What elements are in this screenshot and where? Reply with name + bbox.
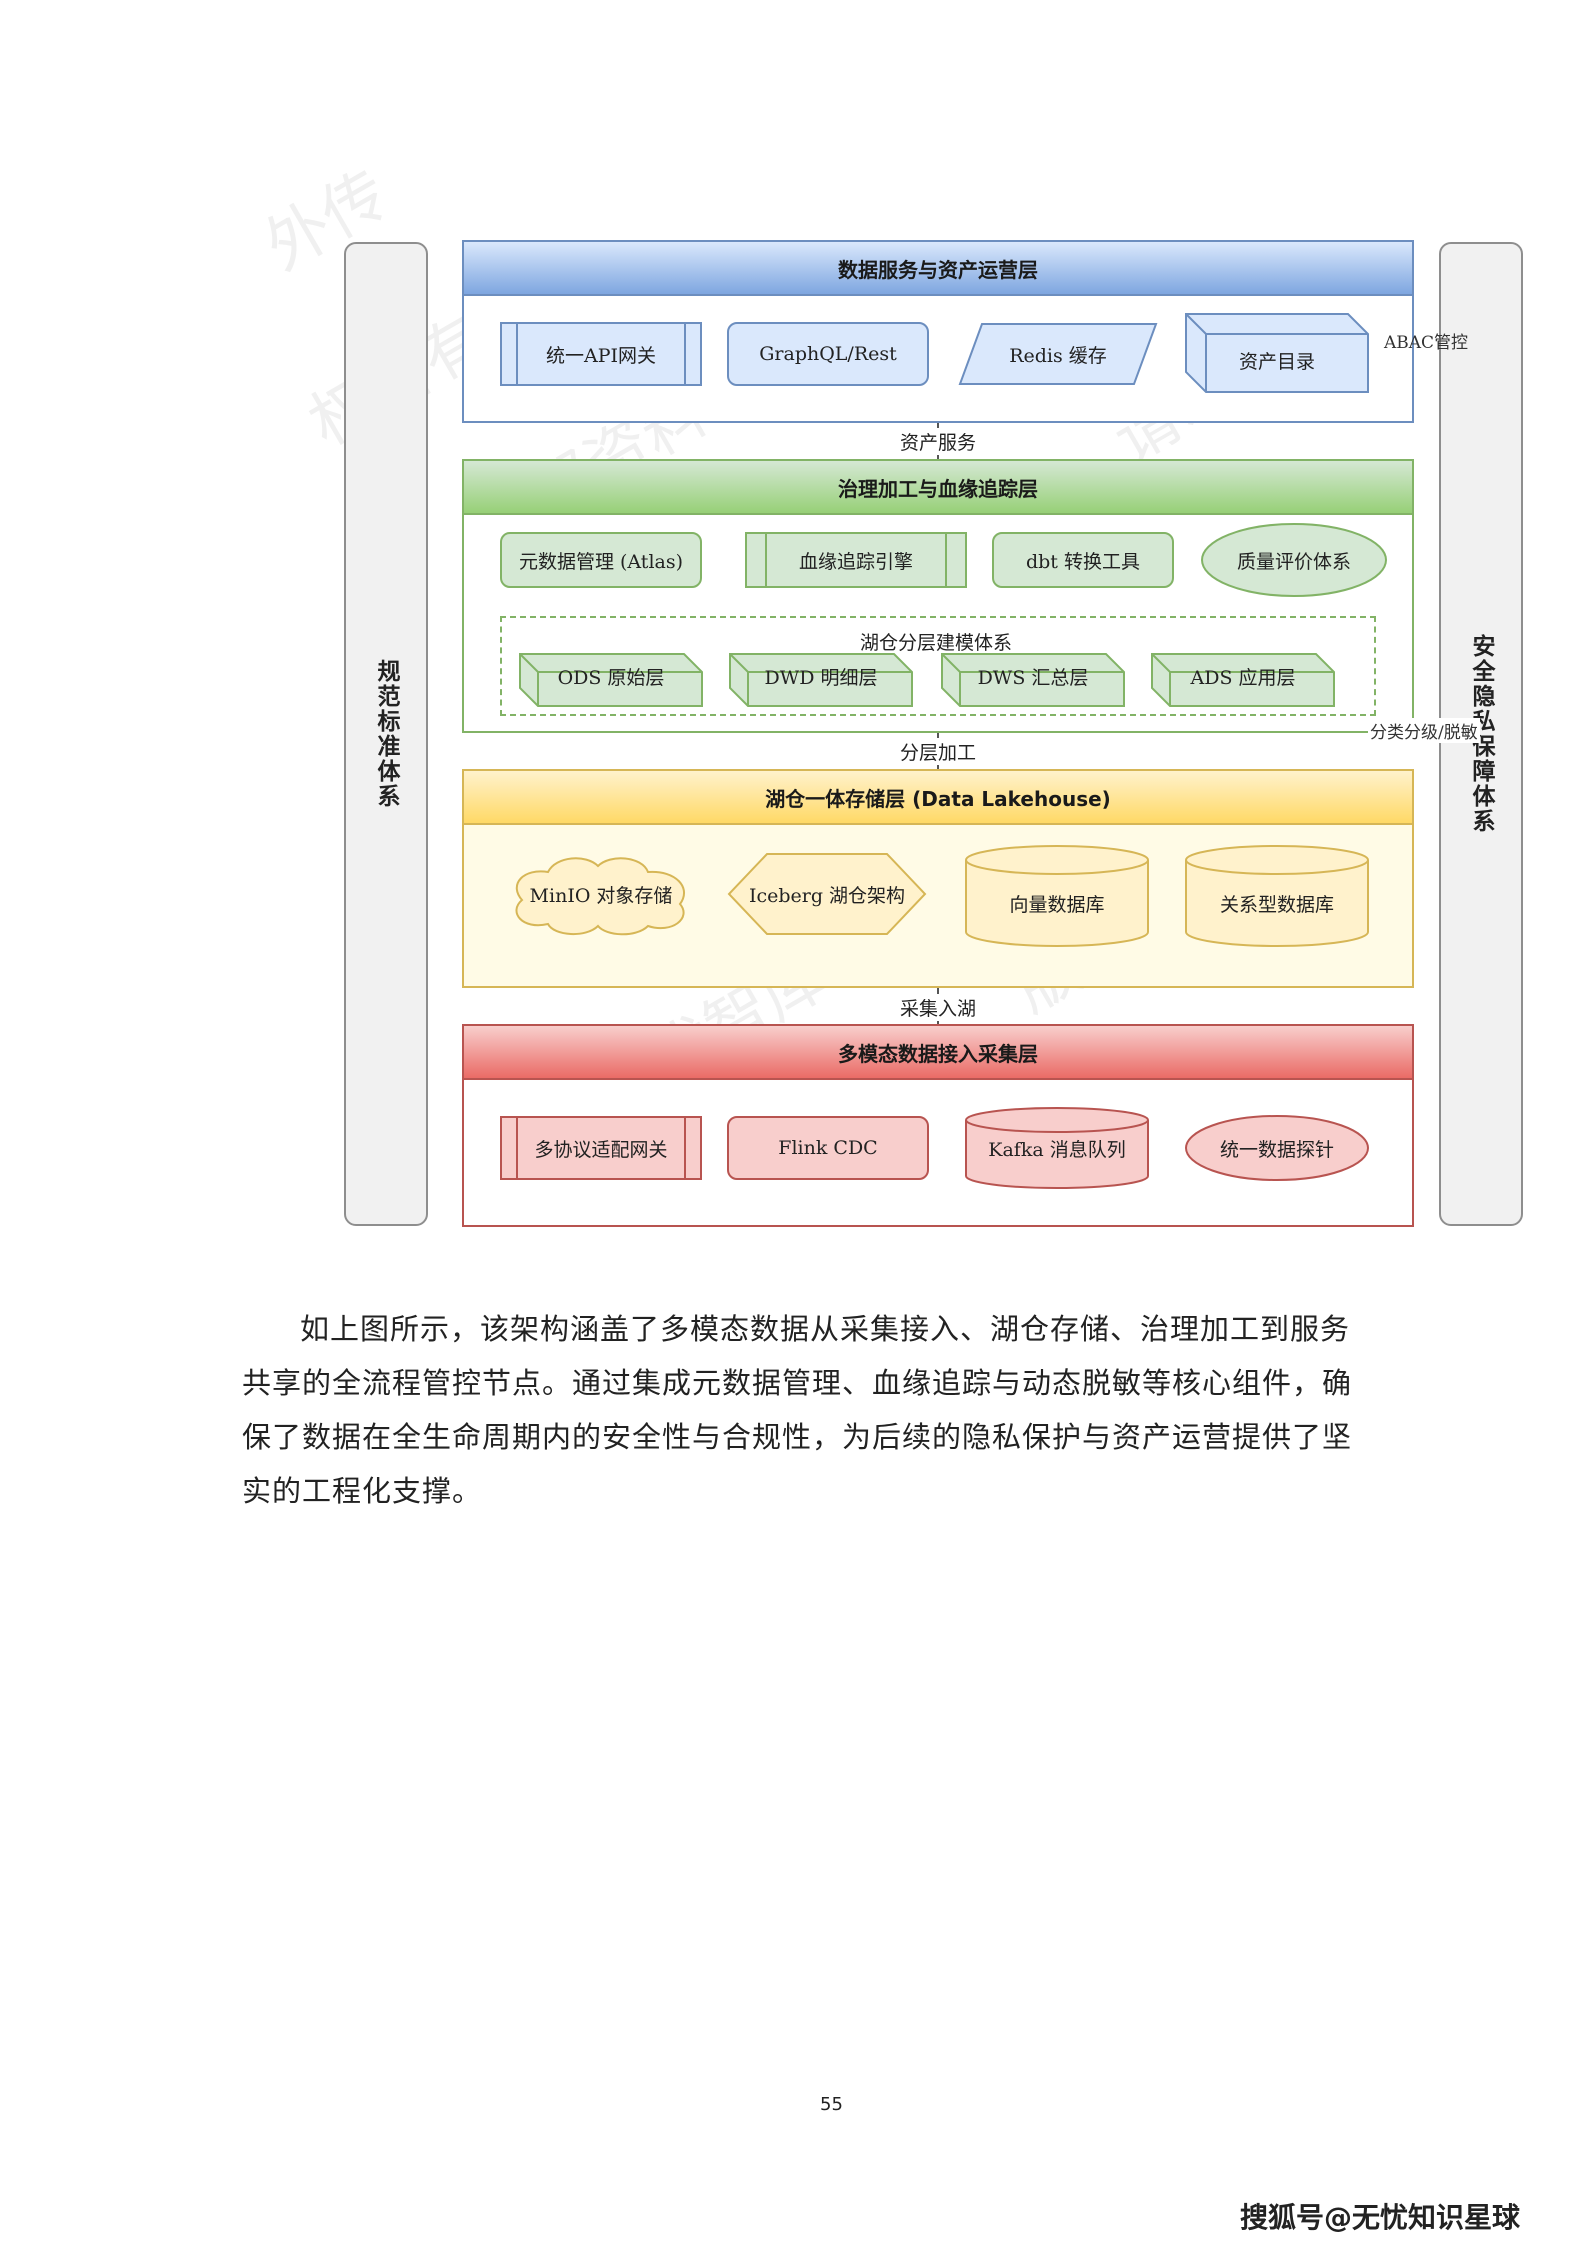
body-paragraph: 如上图所示，该架构涵盖了多模态数据从采集接入、湖仓存储、治理加工到服务共享的全流…: [242, 1312, 1353, 1508]
iceberg-box: Iceberg 湖仓架构: [727, 852, 927, 936]
flink-cdc-box: Flink CDC: [727, 1116, 929, 1180]
page-number: 55: [820, 2094, 843, 2115]
dwd-layer-box: DWD 明细层: [728, 652, 914, 708]
relational-db-label: 关系型数据库: [1219, 893, 1334, 916]
governance-layer-title: 治理加工与血缘追踪层: [464, 461, 1412, 515]
minio-storage-label: MinIO 对象存储: [529, 884, 673, 907]
protocol-gateway-bar-right: [684, 1116, 686, 1180]
metadata-label: 元数据管理 (Atlas): [518, 550, 684, 573]
connector-asset-service: 资产服务: [888, 428, 988, 455]
data-probe-label: 统一数据探针: [1219, 1138, 1334, 1161]
dbt-label: dbt 转换工具: [1025, 550, 1140, 573]
flink-cdc-label: Flink CDC: [778, 1137, 878, 1159]
storage-layer-title: 湖仓一体存储层 (Data Lakehouse): [464, 771, 1412, 825]
standards-pillar: 规范标准体系: [344, 242, 428, 1226]
ads-layer-label: ADS 应用层: [1190, 666, 1296, 689]
data-probe-box: 统一数据探针: [1184, 1114, 1370, 1182]
api-gateway-box: 统一API网关: [500, 322, 702, 386]
connector-ingest-to-lake: 采集入湖: [888, 994, 988, 1021]
asset-catalog-label: 资产目录: [1238, 350, 1315, 373]
minio-storage-box: MinIO 对象存储: [508, 852, 694, 936]
relational-db-box: 关系型数据库: [1184, 844, 1370, 948]
protocol-gateway-bar-left: [516, 1116, 518, 1180]
service-layer-title: 数据服务与资产运营层: [464, 242, 1412, 296]
protocol-gateway-box: 多协议适配网关: [500, 1116, 702, 1180]
metadata-box: 元数据管理 (Atlas): [500, 532, 702, 588]
dwd-layer-label: DWD 明细层: [764, 666, 878, 689]
ods-layer-label: ODS 原始层: [557, 666, 665, 689]
ods-layer-box: ODS 原始层: [518, 652, 704, 708]
dws-layer-box: DWS 汇总层: [940, 652, 1126, 708]
dbt-box: dbt 转换工具: [992, 532, 1174, 588]
api-gateway-bar-right: [684, 322, 686, 386]
lineage-bar-right: [945, 532, 947, 588]
quality-system-label: 质量评价体系: [1236, 550, 1351, 573]
redis-cache-label: Redis 缓存: [1009, 344, 1107, 367]
iceberg-label: Iceberg 湖仓架构: [748, 884, 906, 907]
asset-catalog-box: 资产目录: [1184, 312, 1370, 394]
api-gateway-bar-left: [516, 322, 518, 386]
classification-note: 分类分级/脱敏: [1368, 718, 1480, 743]
lineage-engine-label: 血缘追踪引擎: [798, 550, 913, 573]
dws-layer-label: DWS 汇总层: [977, 666, 1089, 689]
ingestion-layer-title: 多模态数据接入采集层: [464, 1026, 1412, 1080]
connector-layered-processing: 分层加工: [888, 738, 988, 765]
footer-brand: 搜狐号@无忧知识星球: [1240, 2201, 1521, 2234]
vector-db-box: 向量数据库: [964, 844, 1150, 948]
ads-layer-box: ADS 应用层: [1150, 652, 1336, 708]
modeling-group: [500, 616, 1376, 716]
protocol-gateway-label: 多协议适配网关: [534, 1138, 668, 1161]
kafka-queue-box: Kafka 消息队列: [964, 1106, 1150, 1190]
kafka-queue-label: Kafka 消息队列: [988, 1138, 1126, 1161]
quality-system-box: 质量评价体系: [1200, 522, 1388, 598]
abac-note: ABAC管控: [1384, 333, 1469, 353]
modeling-group-title: 湖仓分层建模体系: [859, 632, 1012, 654]
api-gateway-label: 统一API网关: [545, 344, 656, 367]
standards-pillar-label: 规范标准体系: [373, 659, 399, 809]
redis-cache-box: Redis 缓存: [958, 322, 1158, 386]
lineage-engine-box: 血缘追踪引擎: [745, 532, 967, 588]
graphql-label: GraphQL/Rest: [759, 343, 897, 365]
graphql-box: GraphQL/Rest: [727, 322, 929, 386]
lineage-bar-left: [765, 532, 767, 588]
vector-db-label: 向量数据库: [1009, 893, 1105, 916]
